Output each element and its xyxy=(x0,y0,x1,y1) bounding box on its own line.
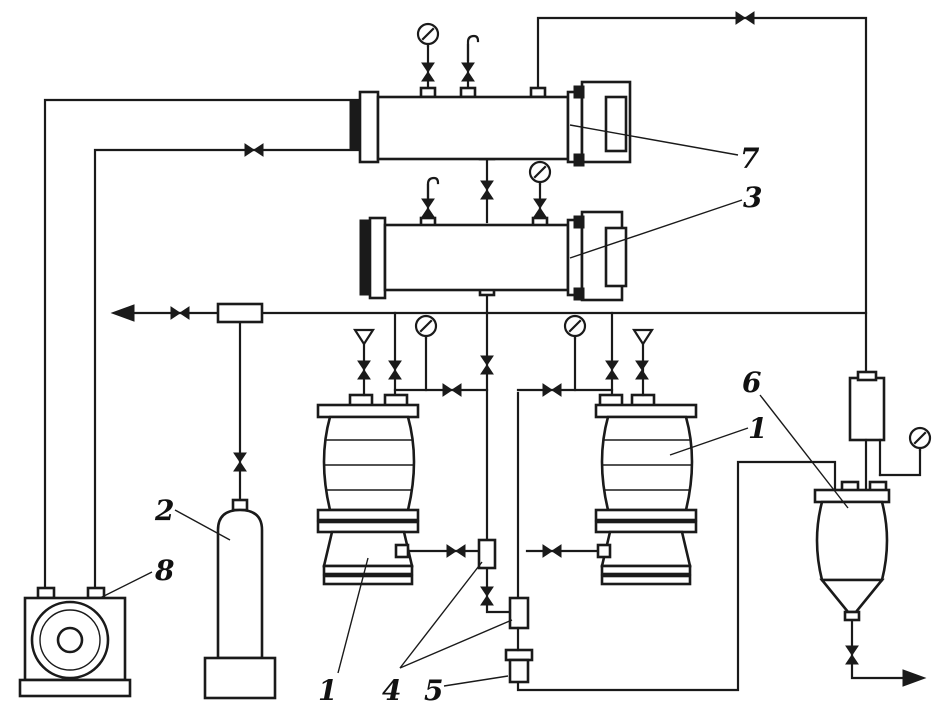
label-part-5: 5 xyxy=(424,674,443,707)
label-pump: 8 xyxy=(154,554,174,587)
label-reactor-left: 1 xyxy=(318,674,337,707)
safety-valve-icon xyxy=(632,328,654,346)
component-labels: 7 3 6 1 2 8 1 4 5 xyxy=(154,142,767,707)
vent-hook-icon xyxy=(426,176,440,204)
leader-lines xyxy=(99,124,849,687)
label-heat-exchanger-upper: 7 xyxy=(740,142,760,175)
label-separator: 6 xyxy=(742,366,761,399)
pressure-gauge-icon xyxy=(908,426,932,452)
label-valves: 4 xyxy=(382,674,401,707)
pressure-gauge-icon xyxy=(528,160,552,186)
flow-arrow-icon-left xyxy=(110,304,135,322)
label-gas-cylinder: 2 xyxy=(154,494,174,527)
heat-exchanger-lower xyxy=(359,210,628,302)
reactor-right xyxy=(594,393,698,586)
vent-hook-icon xyxy=(466,34,480,62)
flow-arrow-icon-right xyxy=(902,669,927,687)
reactor-left xyxy=(316,393,420,586)
label-heat-exchanger-lower: 3 xyxy=(743,181,762,214)
heat-exchanger-upper xyxy=(349,80,632,167)
pressure-gauge-icon xyxy=(416,22,440,48)
pump xyxy=(18,586,132,698)
pressure-gauge-icon xyxy=(563,314,587,340)
valve-assembly xyxy=(477,538,534,684)
gas-cylinder xyxy=(203,302,277,700)
pressure-gauge-icon xyxy=(414,314,438,340)
exchanger-7-fittings xyxy=(419,40,547,99)
separator xyxy=(813,370,922,622)
safety-valve-icon xyxy=(353,328,375,346)
label-reactor-right: 1 xyxy=(748,412,767,445)
